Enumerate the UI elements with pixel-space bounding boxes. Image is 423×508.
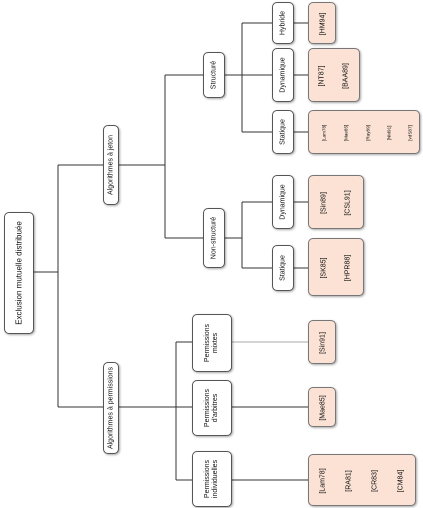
arbiter-refs-box: [Mae85] (308, 387, 336, 427)
individual-refs-box: [Lam78] [RA81] [CR83] [CM84] (308, 454, 416, 506)
ref-nm91: [NM91] (386, 125, 392, 141)
ref-mae85-a: [Mae85] (343, 124, 349, 142)
structured-dynamic-label: Dynamique (279, 57, 287, 93)
unstructured-static-label: Statique (279, 255, 287, 281)
ref-ra81: [RA81] (345, 470, 353, 492)
individual-permissions-line1: Permissions (204, 459, 211, 499)
individual-permissions-line2: individuelles (212, 459, 219, 499)
hybrid-label: Hybride (279, 10, 287, 36)
ref-mae85-b: [Mae85] (319, 395, 327, 421)
root-node: Exclusion mutuelle distribuée (4, 212, 34, 334)
mixed-permissions-line1: Permissions (204, 323, 211, 363)
ref-sk85: [SK85] (320, 257, 328, 279)
structured-static-label: Statique (279, 119, 287, 145)
permissions-label: Algorithmes à permissions (107, 366, 115, 450)
structured-static-refs-box: [Lam78] [Mae85] [Ray89] [NM91] [vdS87] (308, 110, 420, 154)
structured-label: Structuré (210, 60, 218, 90)
ref-hm94: [HM94] (319, 12, 327, 36)
ref-lam78-b: [Lam78] (319, 468, 327, 494)
ref-ray89: [Ray89] (365, 125, 371, 141)
ref-nt87: [NT87] (318, 65, 326, 87)
ref-vds87: [vdS87] (407, 125, 413, 141)
ref-sin89: [Sin89] (320, 192, 328, 214)
ref-baa89: [BAA89] (342, 63, 350, 89)
ref-lam78-a: [Lam78] (321, 124, 327, 142)
mixed-refs-box: [Sin91] (308, 320, 336, 364)
unstructured-static-node: Statique (272, 245, 294, 291)
ref-csl91: [CSL91] (344, 190, 352, 216)
tokens-label: Algorithmes à jeton (107, 135, 115, 195)
unstructured-label: Non-structuré (210, 216, 218, 260)
hybrid-node: Hybride (272, 2, 294, 44)
ref-sin91: [Sin91] (319, 332, 327, 354)
ref-cm84: [CM84] (397, 469, 405, 493)
mixed-permissions-line2: mixtes (212, 332, 219, 354)
structured-node: Structuré (203, 52, 225, 98)
unstructured-node: Non-structuré (203, 208, 225, 268)
ref-hpr88: [HPR88] (344, 254, 352, 282)
unstructured-dynamic-node: Dynamique (272, 175, 294, 229)
arbiter-permissions-line2: d'arbitres (212, 393, 219, 423)
arbiter-permissions-line1: Permissions (204, 388, 211, 428)
unstructured-dynamic-refs-box: [Sin89] [CSL91] (308, 175, 364, 229)
structured-dynamic-node: Dynamique (272, 48, 294, 102)
unstructured-dynamic-label: Dynamique (279, 184, 287, 220)
ref-cr83: [CR83] (371, 470, 379, 492)
permissions-node: Algorithmes à permissions (103, 362, 119, 454)
root-label: Exclusion mutuelle distribuée (14, 221, 24, 325)
tokens-node: Algorithmes à jeton (103, 125, 119, 205)
hybrid-refs-box: [HM94] (308, 2, 336, 44)
unstructured-static-refs-box: [SK85] [HPR88] (308, 238, 364, 296)
structured-dynamic-refs-box: [NT87] [BAA89] (308, 48, 360, 102)
structured-static-node: Statique (272, 110, 294, 154)
